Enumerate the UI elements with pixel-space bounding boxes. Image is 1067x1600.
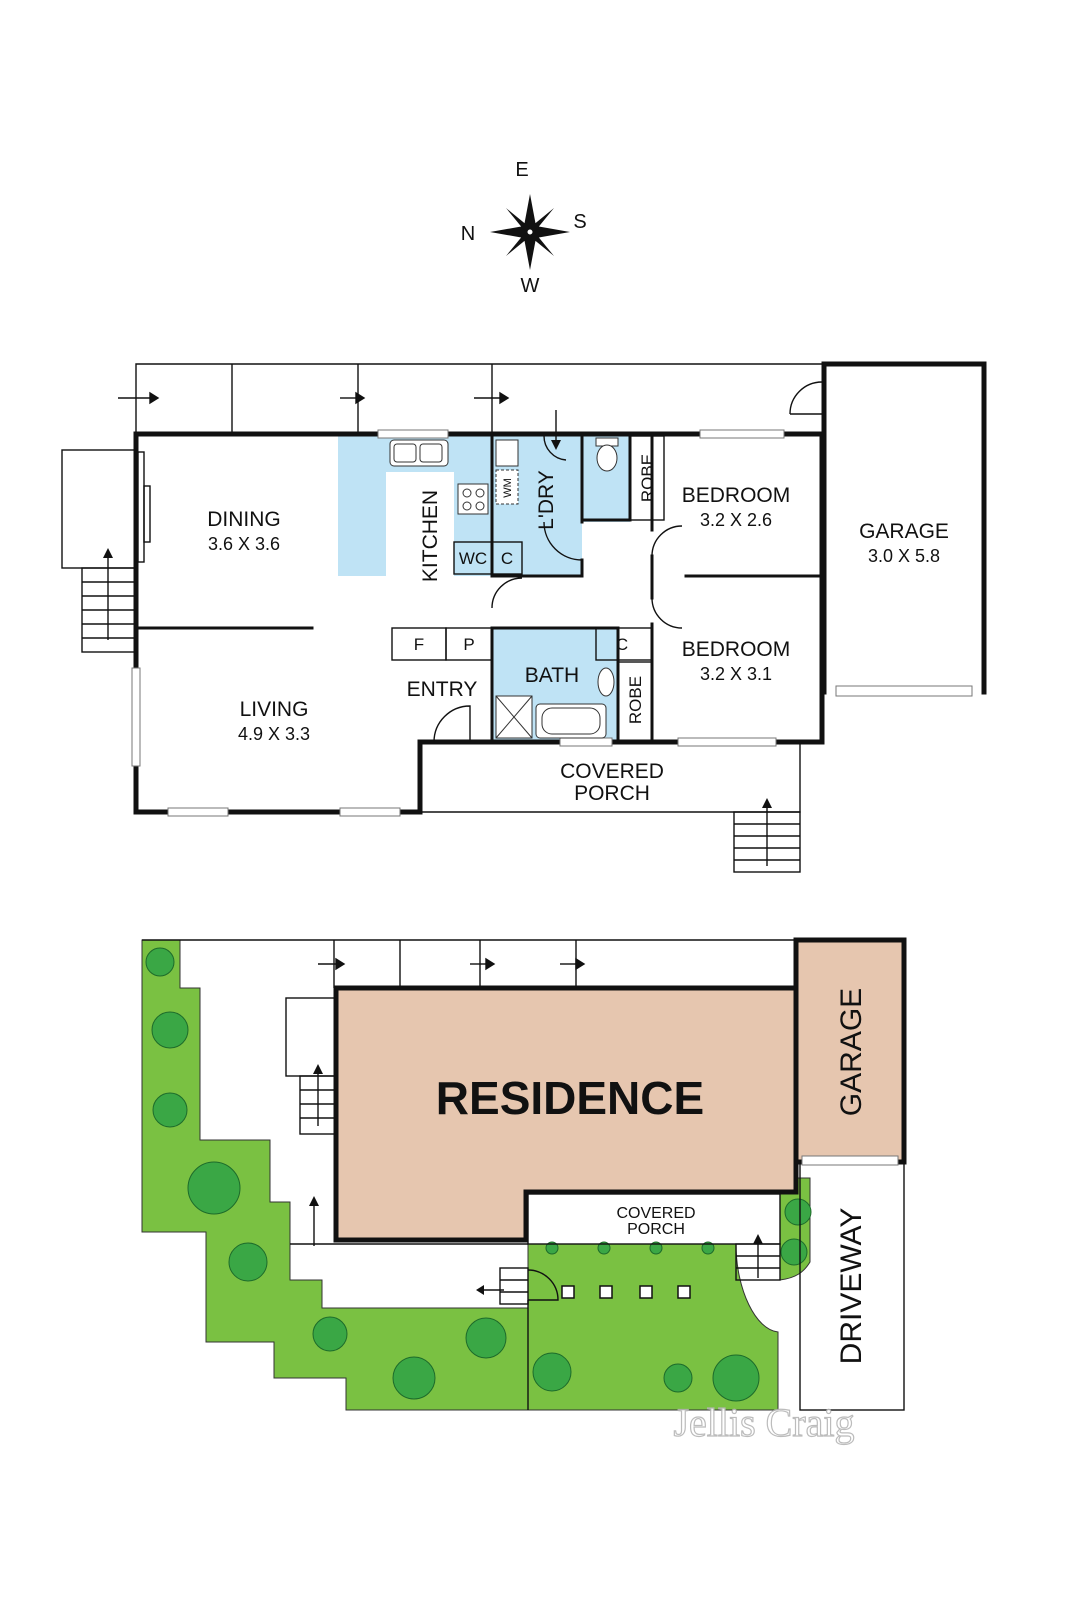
- tree-icon: [152, 1092, 188, 1128]
- fixtures: [389, 435, 665, 743]
- site-porch-label-line2: PORCH: [627, 1221, 685, 1238]
- site-garage-block: [793, 937, 907, 1165]
- bathtub-icon: [535, 703, 607, 739]
- tree-icon: [187, 1161, 241, 1215]
- laundry-label: L'DRY: [535, 470, 558, 530]
- site-plan: RESIDENCE GARAGE DRIVEWAY COVERED PORCH: [141, 937, 907, 1411]
- tree-icon: [663, 1363, 693, 1393]
- rear-deck: [118, 363, 823, 436]
- kitchen-label: KITCHEN: [419, 490, 442, 582]
- bedroom-2-size: 3.2 X 3.1: [700, 664, 772, 684]
- site-outlines: [142, 939, 905, 1411]
- windows: [131, 429, 973, 817]
- tree-icon: [545, 1241, 559, 1255]
- robe-1-box: [629, 435, 665, 521]
- walls: [133, 361, 987, 815]
- wc-box: [453, 541, 493, 575]
- basin-icon: [597, 667, 615, 697]
- stair-arrow-icon: [762, 798, 772, 808]
- living-label: LIVING: [240, 698, 309, 721]
- garden-left: [141, 939, 529, 1411]
- site-porch-label-line1: COVERED: [616, 1205, 695, 1222]
- tree-icon: [392, 1356, 436, 1400]
- deck-arrow-icon: [318, 957, 586, 971]
- robe-1-label: ROBE: [638, 454, 657, 502]
- tree-icon: [649, 1241, 663, 1255]
- tree-icon: [151, 1011, 189, 1049]
- tree-icon: [784, 1198, 812, 1226]
- tree-icon: [145, 947, 175, 977]
- bedroom-1-label: BEDROOM: [682, 484, 791, 507]
- porch-label-line1: COVERED: [560, 760, 664, 783]
- cupboard-kitchen-label: C: [501, 549, 513, 568]
- watermark-logo: Jellis Craig: [673, 1400, 854, 1445]
- tree-icon: [701, 1241, 715, 1255]
- living-size: 4.9 X 3.3: [238, 724, 310, 744]
- fridge-label: F: [414, 635, 424, 654]
- dining-size: 3.6 X 3.6: [208, 534, 280, 554]
- toilet-icon: [595, 437, 619, 472]
- deck-arrow-icon: [118, 391, 510, 405]
- dining-label: DINING: [207, 508, 281, 531]
- kitchen-fill: [338, 436, 492, 576]
- porch-stairs: [733, 798, 801, 873]
- residence-label: RESIDENCE: [436, 1072, 704, 1124]
- porch-label-line2: PORCH: [574, 782, 650, 805]
- compass-west-label: W: [521, 275, 540, 297]
- tree-icon: [597, 1241, 611, 1255]
- compass-south-label: S: [573, 211, 586, 233]
- robe-2-label: ROBE: [626, 676, 645, 724]
- tree-icon: [312, 1316, 348, 1352]
- tree-icon: [780, 1238, 808, 1266]
- stair-arrow-icon: [313, 1064, 323, 1074]
- tree-icon: [712, 1354, 760, 1402]
- wc-label: WC: [459, 549, 487, 568]
- wet-areas: [338, 436, 630, 742]
- compass-north-label: N: [461, 223, 475, 245]
- garage-size: 3.0 X 5.8: [868, 546, 940, 566]
- cupboard-bed-label: C: [616, 635, 628, 654]
- entry-label: ENTRY: [407, 678, 478, 701]
- cupboard-bed-box: [595, 627, 653, 661]
- pantry-label: P: [463, 635, 474, 654]
- bedroom-1-size: 3.2 X 2.6: [700, 510, 772, 530]
- tree-icon: [228, 1242, 268, 1282]
- stair-arrow-icon: [476, 1285, 484, 1295]
- sink-icon: [389, 439, 449, 467]
- bedroom-2-label: BEDROOM: [682, 638, 791, 661]
- tree-icon: [465, 1317, 507, 1359]
- bath-label: BATH: [525, 664, 579, 687]
- compass-rose: E N S W: [461, 159, 587, 297]
- shower-icon: [495, 695, 533, 739]
- doors: [433, 410, 683, 743]
- wm-label: WM: [502, 478, 514, 498]
- compass-star-icon: [490, 194, 570, 270]
- robe-2-box: [617, 661, 653, 743]
- floor-plan: DINING 3.6 X 3.6 LIVING 4.9 X 3.3 KITCHE…: [61, 361, 987, 873]
- pantry-box: [445, 627, 493, 661]
- stair-arrow-icon: [103, 548, 113, 558]
- site-garage-label: GARAGE: [835, 988, 868, 1116]
- compass-east-label: E: [515, 159, 528, 181]
- cooktop-icon: [457, 483, 489, 515]
- driveway-label: DRIVEWAY: [835, 1208, 868, 1365]
- garage-label: GARAGE: [859, 520, 949, 543]
- stair-arrow-icon: [309, 1196, 319, 1206]
- tree-icon: [532, 1352, 572, 1392]
- stair-arrow-icon: [753, 1234, 763, 1244]
- stepping-stones: [561, 1285, 691, 1299]
